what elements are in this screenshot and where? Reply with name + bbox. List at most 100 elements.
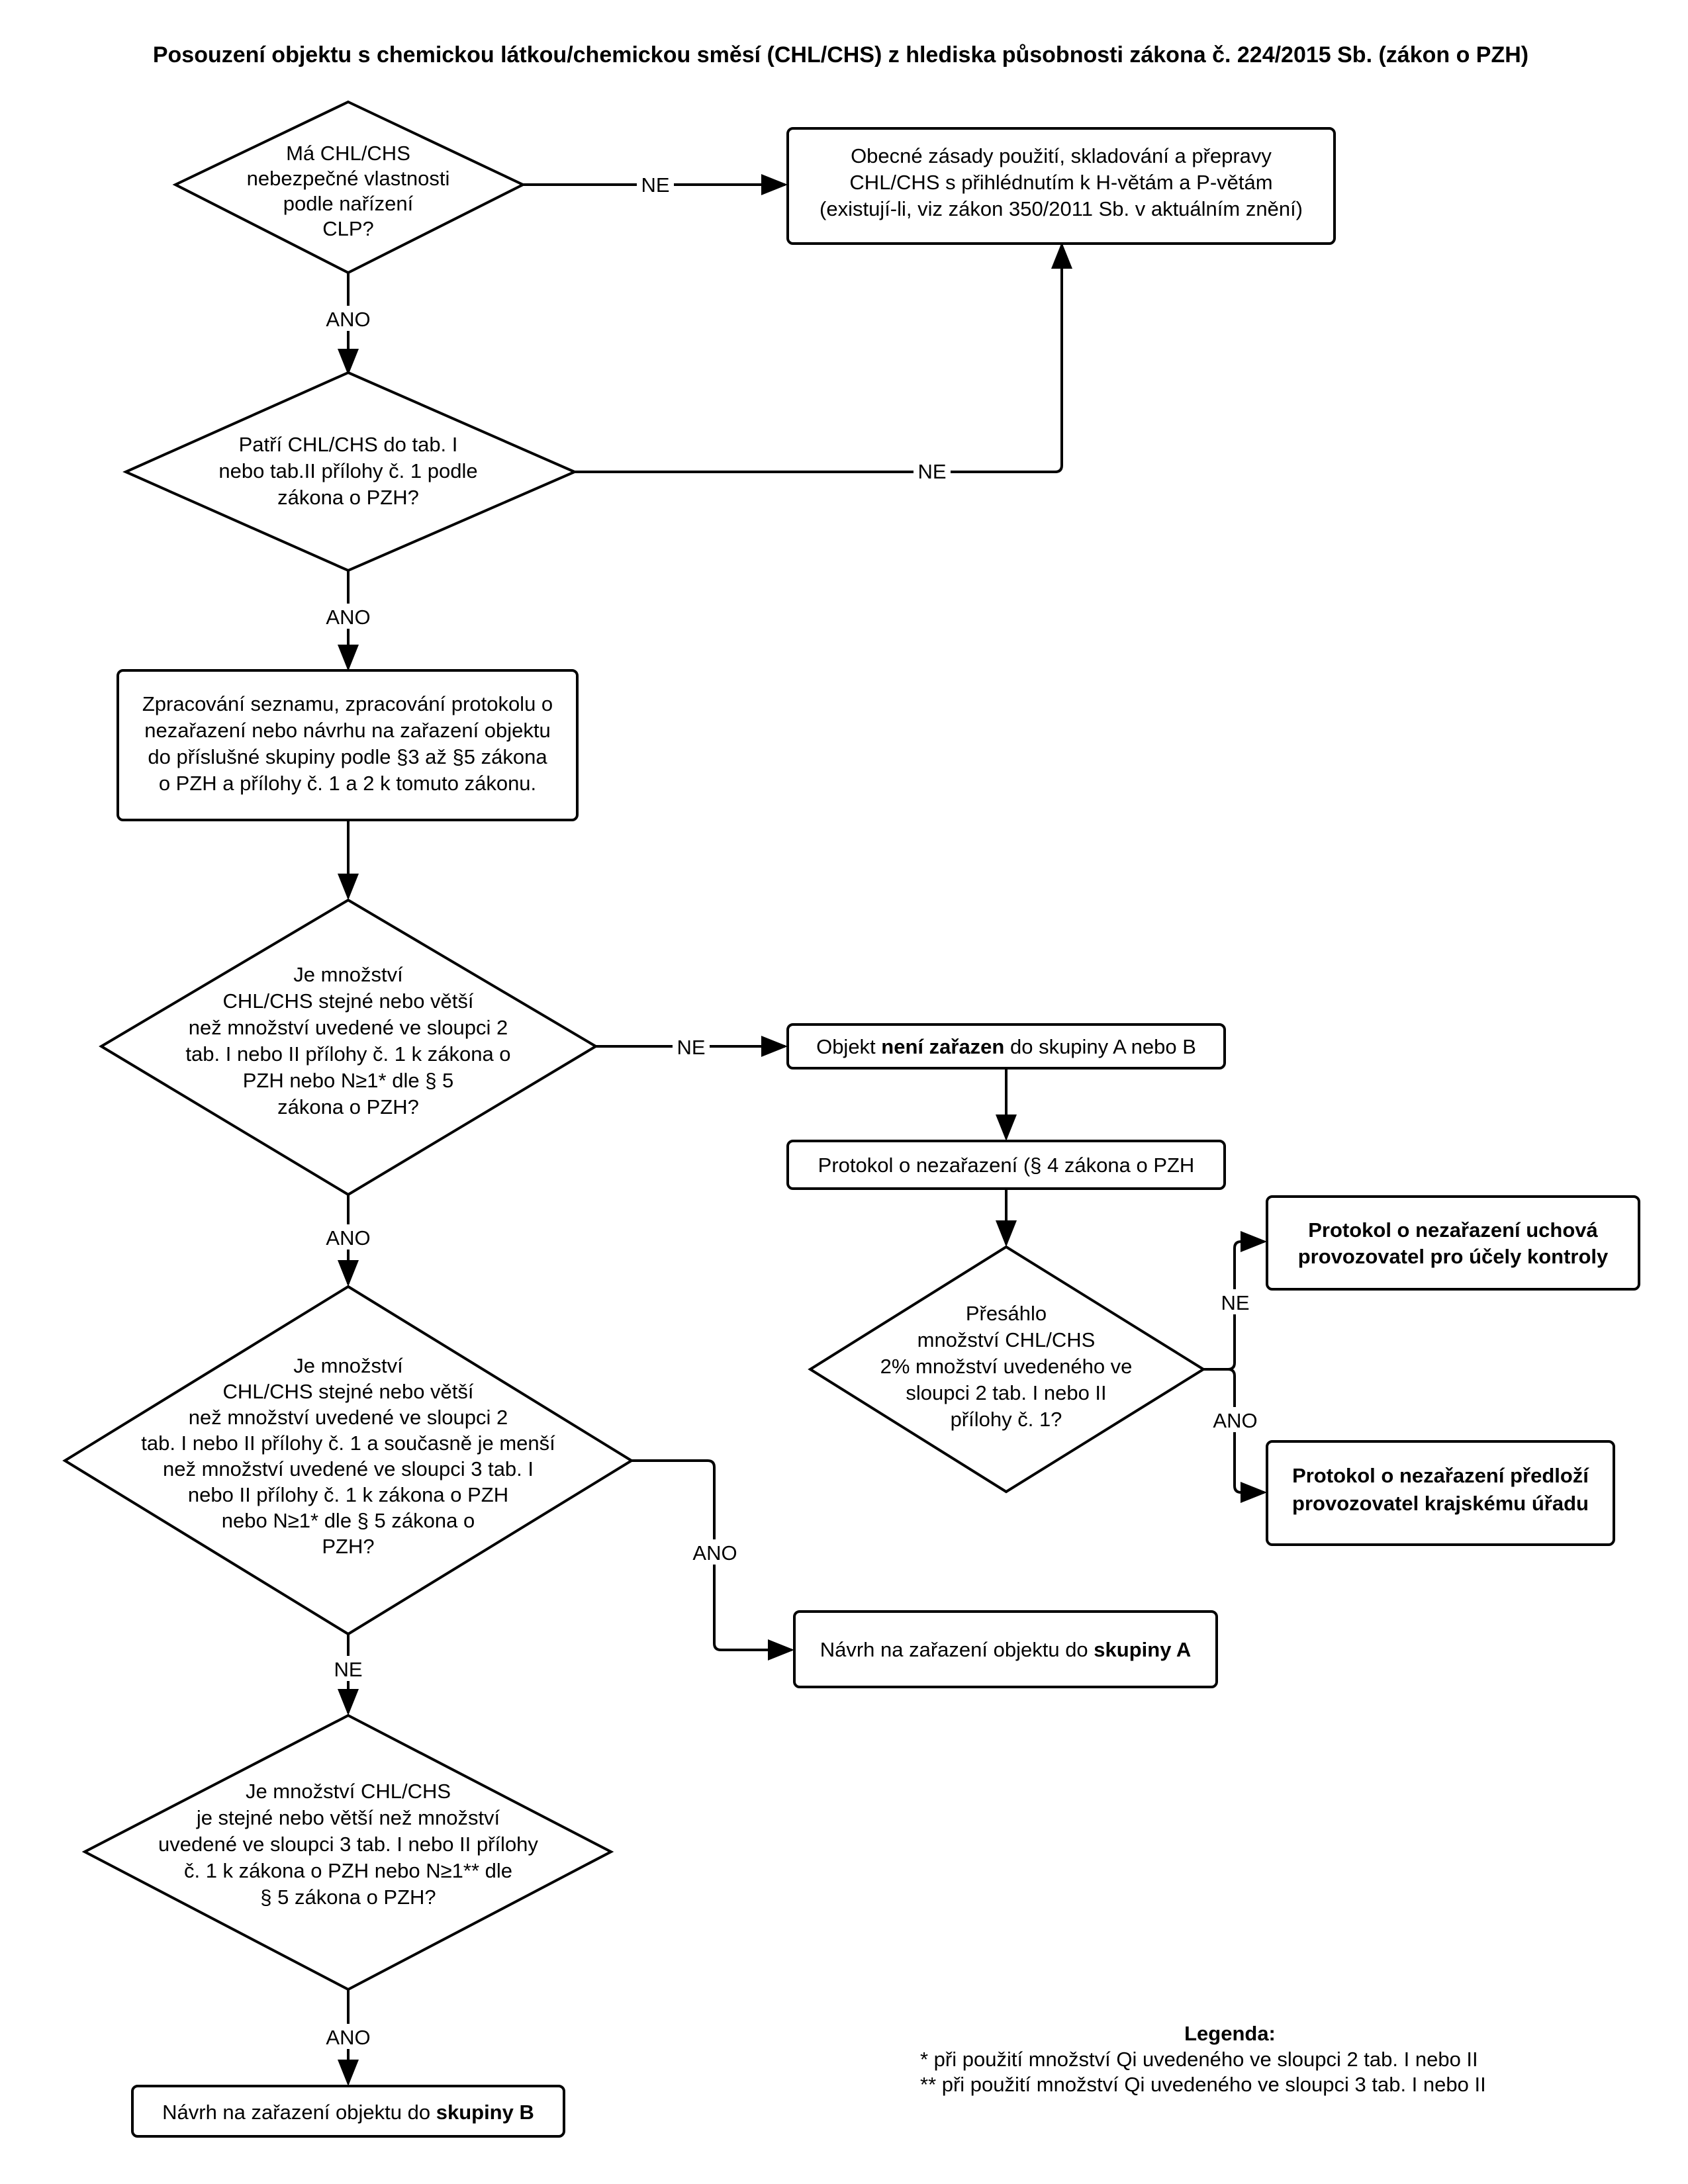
box-process: Zpracování seznamu, zpracování protokolu… (117, 669, 579, 821)
edge-label-bg (1209, 1407, 1262, 1432)
q-tab-line: nebo tab.II přílohy č. 1 podle (218, 459, 477, 482)
edge-label-2pct-ne: NE (1221, 1291, 1249, 1314)
box-keep-shape (1266, 1195, 1640, 1291)
edge-label-bg (322, 306, 375, 331)
q-col2-line: Je množství (293, 963, 403, 986)
decision-2pct-shape (808, 1245, 1206, 1494)
box-submit-shape (1266, 1440, 1615, 1546)
edge-label-bg (914, 458, 951, 483)
edge-label-col3-ano: ANO (326, 2026, 370, 2049)
keep-line: Protokol o nezařazení uchová (1308, 1218, 1598, 1242)
decision-clp-shape (172, 100, 526, 275)
edge-label-col2-ano: ANO (326, 1226, 370, 1250)
decision-col3-shape (81, 1713, 614, 1991)
q-col3-line: uvedené ve sloupci 3 tab. I nebo II příl… (158, 1833, 538, 1856)
protocol-na-line: Protokol o nezařazení (§ 4 zákona o PZH (818, 1154, 1195, 1177)
q-between-line: nebo II přílohy č. 1 k zákona o PZH (188, 1483, 508, 1506)
legend-item-single-star: * při použití množství Qi uvedeného ve s… (920, 2048, 1478, 2071)
q-clp-line: nebezpečné vlastnosti (247, 167, 450, 190)
box-group-a: Návrh na zařazení objektu do skupiny A (793, 1610, 1218, 1688)
decision-between-shape (62, 1285, 634, 1636)
q-between-line: tab. I nebo II přílohy č. 1 a současně j… (141, 1432, 555, 1455)
box-group-b-shape (131, 2085, 565, 2138)
box-not-assigned-shape (786, 1023, 1226, 1069)
general-line: CHL/CHS s přihlédnutím k H-větám a P-vět… (849, 171, 1272, 194)
q-col2-line: CHL/CHS stejné nebo větší (222, 989, 473, 1013)
box-group-b-text: Návrh na zařazení objektu do skupiny B (162, 2101, 534, 2124)
q-clp-line: CLP? (322, 217, 374, 240)
q-between-line: nebo N≥1* dle § 5 zákona o (222, 1509, 475, 1532)
q-col3-line: je stejné nebo větší než množství (196, 1806, 500, 1829)
q-col3-line: č. 1 k zákona o PZH nebo N≥1** dle (184, 1859, 512, 1882)
q-clp-line: Má CHL/CHS (286, 142, 410, 165)
edge-label-between-ano: ANO (692, 1541, 737, 1565)
q-between-line: CHL/CHS stejné nebo větší (222, 1380, 473, 1403)
edge-label-bg (1217, 1289, 1254, 1314)
box-general-text: Obecné zásady použití, skladování a přep… (820, 144, 1303, 220)
q-col3-line: § 5 zákona o PZH? (260, 1886, 436, 1909)
edge-label-bg (688, 1539, 741, 1565)
q-tab-line: Patří CHL/CHS do tab. I (239, 433, 458, 456)
edge-tab-to-general (575, 242, 1072, 473)
box-process-shape (117, 669, 579, 821)
box-general-principles: Obecné zásady použití, skladování a přep… (786, 127, 1336, 245)
decision-tab-shape (122, 371, 578, 572)
edge-label-col2-ne: NE (677, 1036, 705, 1059)
submit-line: provozovatel krajskému úřadu (1292, 1492, 1589, 1515)
box-submit-text: Protokol o nezařazení předloží provozovat… (1292, 1464, 1589, 1515)
box-group-a-shape (793, 1610, 1218, 1688)
q-col3-line: Je množství CHL/CHS (246, 1780, 451, 1803)
box-protocol-non-assignment: Protokol o nezařazení (§ 4 zákona o PZH (786, 1140, 1226, 1190)
box-group-a-text: Návrh na zařazení objektu do skupiny A (820, 1638, 1192, 1661)
edge-label-tab-ne: NE (917, 460, 946, 483)
q-between-line: než množství uvedené ve sloupci 2 (189, 1406, 508, 1429)
edge-label-bg (637, 171, 674, 197)
q-2pct-line: přílohy č. 1? (951, 1408, 1062, 1431)
general-line: Obecné zásady použití, skladování a přep… (851, 144, 1272, 167)
decision-column3: Je množství CHL/CHS je stejné nebo větší … (81, 1713, 614, 1991)
edge-label-tab-ano: ANO (326, 606, 370, 629)
edge-label-bg (322, 604, 375, 629)
edge-label-bg (322, 1224, 375, 1250)
q-between-line: PZH? (322, 1535, 374, 1558)
process-line: Zpracování seznamu, zpracování protokolu… (142, 692, 553, 715)
decision-tab-text: Patří CHL/CHS do tab. I nebo tab.II přílo… (218, 433, 477, 509)
q-tab-line: zákona o PZH? (277, 486, 419, 509)
q-between-line: Je množství (293, 1354, 403, 1377)
box-process-text: Zpracování seznamu, zpracování protokolu… (142, 692, 553, 795)
keep-line: provozovatel pro účely kontroly (1298, 1245, 1609, 1268)
general-line: (existují-li, viz zákon 350/2011 Sb. v a… (820, 197, 1303, 220)
legend-item-double-star: ** při použití množství Qi uvedeného ve … (920, 2073, 1486, 2096)
edge-label-clp-ne: NE (641, 173, 669, 197)
box-general-shape (786, 127, 1336, 245)
edge-label-clp-ano: ANO (326, 308, 370, 331)
box-submit-protocol: Protokol o nezařazení předloží provozovat… (1266, 1440, 1615, 1546)
q-2pct-line: 2% množství uvedeného ve (880, 1355, 1133, 1378)
edge-label-between-ne: NE (334, 1658, 362, 1681)
box-protocol-shape (786, 1140, 1226, 1190)
decision-table-membership: Patří CHL/CHS do tab. I nebo tab.II přílo… (122, 371, 578, 572)
box-group-b: Návrh na zařazení objektu do skupiny B (131, 2085, 565, 2138)
process-line: nezařazení nebo návrhu na zařazení objek… (144, 719, 551, 742)
submit-line: Protokol o nezařazení předloží (1292, 1464, 1589, 1487)
q-col2-line: než množství uvedené ve sloupci 2 (189, 1016, 508, 1039)
q-clp-line: podle nařízení (283, 192, 414, 215)
decision-col3-text: Je množství CHL/CHS je stejné nebo větší … (158, 1780, 538, 1909)
decision-col2-shape (99, 898, 598, 1197)
box-not-assigned-text: Objekt není zařazen do skupiny A nebo B (816, 1035, 1196, 1058)
edge-labels: NE ANO NE ANO NE ANO NE ANO ANO NE ANO (322, 171, 1262, 2049)
process-line: o PZH a přílohy č. 1 a 2 k tomuto zákonu… (159, 772, 536, 795)
q-2pct-line: Přesáhlo (966, 1302, 1047, 1325)
edge-label-2pct-ano: ANO (1213, 1409, 1257, 1432)
q-col2-line: PZH nebo N≥1* dle § 5 (243, 1069, 454, 1092)
q-2pct-line: sloupci 2 tab. I nebo II (906, 1381, 1106, 1404)
